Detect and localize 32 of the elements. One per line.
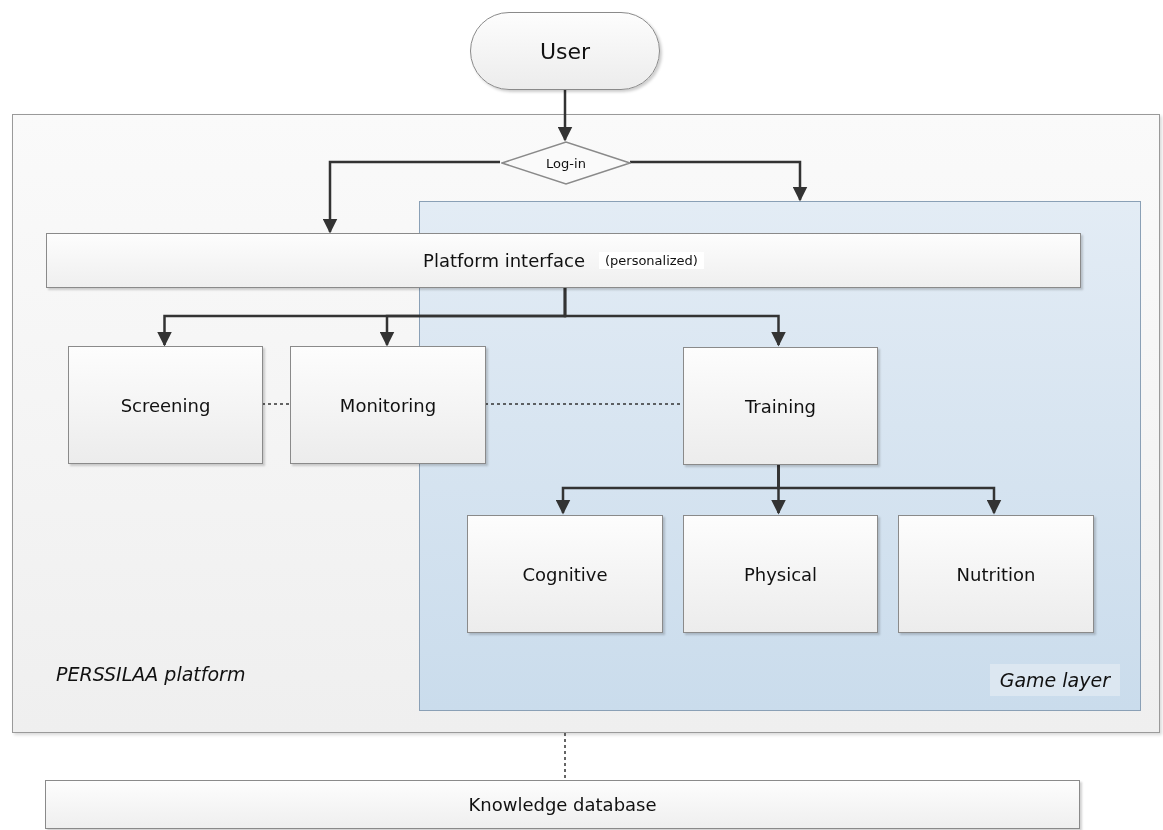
container-label: PERSSILAA platform [56, 663, 246, 685]
arrow [322, 160, 500, 234]
process-box [683, 515, 878, 633]
arrow [563, 287, 786, 347]
start-terminal [470, 12, 660, 90]
node-label: Nutrition [956, 563, 1036, 585]
dotted-connector [261, 403, 290, 405]
container-label: Game layer [989, 664, 1120, 696]
dotted-connector [484, 403, 682, 405]
node-label: Training [745, 395, 816, 417]
node-label: Log-in [546, 155, 586, 171]
node-label: User [539, 38, 591, 64]
dotted-connector [564, 732, 566, 781]
node-label: Knowledge database [468, 794, 657, 815]
database-bar [45, 780, 1080, 829]
node-label: Physical [743, 563, 818, 585]
process-box [683, 347, 878, 465]
node-label: Monitoring [339, 394, 437, 416]
interface-bar [46, 233, 1081, 288]
note-label: (personalized) [598, 252, 704, 269]
arrow [557, 90, 573, 142]
arrow [630, 160, 808, 202]
process-box [290, 346, 486, 464]
platform-container [12, 114, 1160, 733]
arrow [777, 463, 1002, 515]
node-label: Platform interface [423, 250, 585, 271]
node-label: Cognitive [522, 563, 608, 585]
process-box [68, 346, 263, 464]
process-box [898, 515, 1094, 633]
decision-diamond [501, 141, 631, 185]
node-label: Screening [120, 394, 211, 416]
process-box [467, 515, 663, 633]
